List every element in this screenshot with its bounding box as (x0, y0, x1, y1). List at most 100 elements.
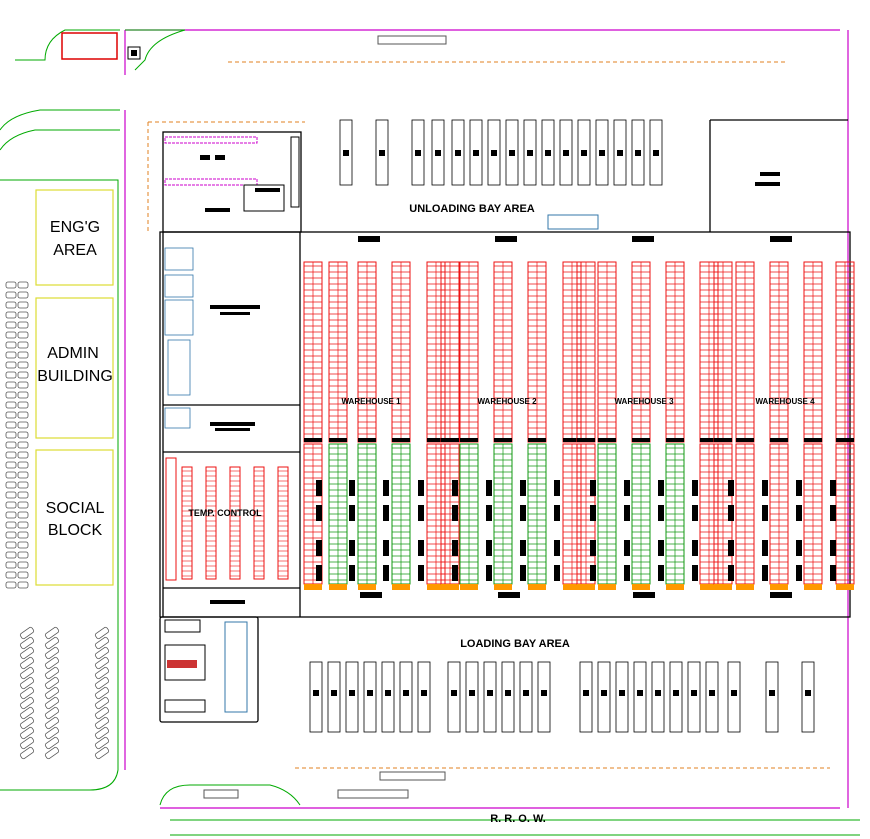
parked-car (17, 441, 29, 449)
rack-beam (329, 438, 347, 442)
pallet-block (520, 480, 526, 496)
truck-cab (487, 690, 493, 696)
truck-bottom (765, 661, 779, 733)
parked-car (94, 656, 110, 670)
warehouse-2-label: WAREHOUSE 2 (477, 397, 537, 406)
pallet-strip (836, 584, 854, 590)
rack-beam (577, 438, 595, 442)
truck-bottom (669, 661, 683, 733)
parked-car (5, 431, 17, 439)
parked-car (17, 531, 29, 539)
truck-cab (313, 690, 319, 696)
rack-beam (770, 438, 788, 442)
truck-cab (343, 150, 349, 156)
pallet-block (762, 505, 768, 521)
pallet-strip (632, 584, 650, 590)
office-room (164, 644, 206, 681)
main-building (159, 119, 851, 723)
pallet-block (590, 505, 596, 521)
truck-bottom (417, 661, 431, 733)
pallet-block (796, 540, 802, 556)
truck-bottom (579, 661, 593, 733)
truck-bottom (309, 661, 323, 733)
truck-top (541, 119, 555, 186)
parked-car (5, 551, 17, 559)
dashed-guides (147, 61, 830, 769)
parked-car (17, 481, 29, 489)
truck-bottom (345, 661, 359, 733)
social-block: SOCIAL BLOCK (35, 449, 114, 586)
truck-cab (435, 150, 441, 156)
parked-car (17, 341, 29, 349)
truck-top (649, 119, 663, 186)
parked-car (19, 646, 35, 660)
parked-car (17, 491, 29, 499)
dock-leveler (360, 592, 382, 598)
truck-bottom (519, 661, 533, 733)
truck-cab (349, 690, 355, 696)
rack-beam (700, 438, 718, 442)
pallet-block (316, 540, 322, 556)
parked-car (94, 746, 110, 760)
parked-car (94, 706, 110, 720)
truck-cab (619, 690, 625, 696)
parked-car (17, 411, 29, 419)
truck-bottom (801, 661, 815, 733)
pallet-strip (392, 584, 410, 590)
parked-car (5, 421, 17, 429)
parked-car (5, 311, 17, 319)
parked-car (5, 331, 17, 339)
pallet-block (692, 480, 698, 496)
pallet-block (554, 565, 560, 581)
parked-car (44, 666, 60, 680)
pallet-strip (494, 584, 512, 590)
parked-car (94, 666, 110, 680)
dock-leveler (633, 592, 655, 598)
truck-bottom (327, 661, 341, 733)
truck-bottom (705, 661, 719, 733)
parked-car (17, 451, 29, 459)
parked-car (5, 351, 17, 359)
pallet-strip (427, 584, 445, 590)
pallet-block (520, 540, 526, 556)
truck-cab (523, 690, 529, 696)
parked-car (19, 696, 35, 710)
parked-car (17, 331, 29, 339)
parked-car (19, 736, 35, 750)
temp-control-racks (165, 457, 289, 581)
pallet-block (383, 480, 389, 496)
truck-cab (545, 150, 551, 156)
parked-car (19, 716, 35, 730)
parked-car (17, 301, 29, 309)
parked-car (94, 686, 110, 700)
truck-cab (379, 150, 385, 156)
office-interior (164, 247, 260, 713)
pallet-block (830, 565, 836, 581)
pallet-block (624, 565, 630, 581)
rack-beam (427, 438, 445, 442)
eng-area-label-1: ENG'G (50, 219, 100, 236)
parked-car (94, 736, 110, 750)
pallet-strip (329, 584, 347, 590)
pallet-strip (528, 584, 546, 590)
parked-car (44, 626, 60, 640)
pallet-block (486, 540, 492, 556)
truck-top (375, 119, 389, 186)
temp-control-label: TEMP. CONTROL (188, 508, 262, 518)
parked-car (94, 636, 110, 650)
pallet-block (383, 540, 389, 556)
site-boundary (124, 29, 849, 809)
pallet-block (486, 565, 492, 581)
office-desk (760, 172, 780, 176)
truck-cab (709, 690, 715, 696)
social-label-1: SOCIAL (46, 500, 105, 517)
pallet-block (316, 505, 322, 521)
pallet-block (830, 505, 836, 521)
truck-top (595, 119, 609, 186)
truck-cab (415, 150, 421, 156)
pallet-block (418, 540, 424, 556)
parked-car (17, 461, 29, 469)
pallet-block (316, 565, 322, 581)
office-unit (547, 214, 599, 230)
rack-beam (358, 438, 376, 442)
